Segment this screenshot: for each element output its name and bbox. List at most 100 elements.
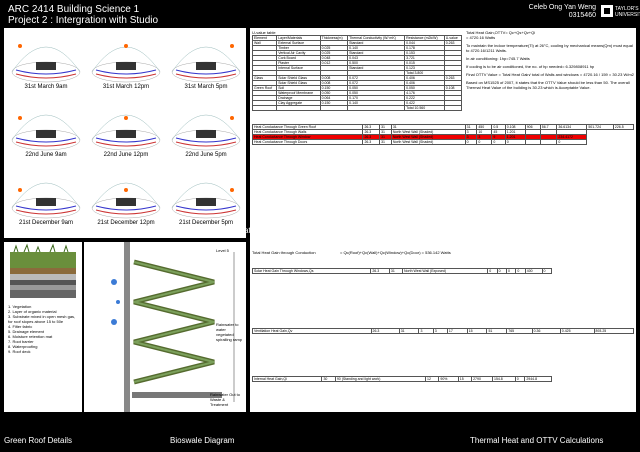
sun-tile [170,32,242,84]
table-cell: 0 [541,268,553,274]
conduction-label: Total Heat Gain through Conduction [252,250,316,255]
table-cell: Heat Conductance Through Doors [251,139,364,145]
table-cell: North West Wall (Shaded) [390,139,466,145]
bioswale-panel: Level 5 Rainwater to water vegetated spi… [84,242,246,412]
table-cell: Internal Heat Gain,Qi [251,376,323,382]
table-row: Total 3.800 [251,70,463,76]
table-cell: 90 (Standing and light work) [334,376,427,382]
table-cell: 0 [515,268,526,274]
sun-tile-label: 31st March 12pm [102,84,150,90]
table-cell [251,105,278,111]
table-cell: 0.36 [531,328,561,334]
sun-caption: Sun Shading Simulation [176,226,262,235]
sun-tile [10,168,82,220]
sun-tile-label: 22nd June 5pm [185,152,227,158]
legend-item: 6. Moisture retention mat [8,334,53,339]
bio-note-water: Rainwater to water vegetated spiralling … [216,322,243,342]
legend-item: 8. Waterproofing [8,344,38,349]
table-cell: 26.3 [362,139,381,145]
table-cell: 2790 [471,376,493,382]
sun-tile-label: 21st December 12pm [97,220,155,226]
legend-item: 1. Vegetation [8,304,32,309]
ottv-text1: To maintain the indoor temperature(Ti) a… [466,43,633,53]
table-cell: 26.3 [370,268,390,274]
legend-item: 3. Substrate mixed in open mesh gas, for… [8,314,76,324]
table-cell: Ventilation Heat Gain,Qv [252,328,372,334]
legend-item: 9. Roof deck [8,349,31,354]
bio-note-out: Rainwater Out to Waste & Treatment [210,392,241,407]
table-cell: 3 [418,328,434,334]
sun-tile-label: 31st March 5pm [184,84,228,90]
author-block: Celeb Ong Yan Weng 0315460 [529,4,596,20]
table-cell: 0 [476,139,493,145]
sun-tile [170,168,242,220]
bio-caption: Bioswale Diagram [170,436,235,445]
sun-tile-label: 21st December 5pm [178,220,234,226]
sun-tile [90,100,162,152]
table-cell: 51 [486,328,508,334]
table-cell: Total 10.560 [404,105,445,111]
ottv-summary: Total Heat Gain,OTTV= Qc+Qs+Qv+Qi = 4720… [466,30,634,90]
table-cell [347,105,406,111]
table-cell: 893.25 [593,328,635,334]
ottv-text4: Final OTTV Value = Total Heat Gain/ tota… [466,72,634,77]
sun-tile-label: 22nd June 12pm [103,152,149,158]
table-cell [276,105,321,111]
table-cell [539,139,558,145]
sun-tile [90,168,162,220]
author-id: 0315460 [568,12,596,19]
legend-item: 5. Drainage element [8,329,45,334]
table-cell [524,139,541,145]
table-cell: 0 [556,139,588,145]
ottv-text5: Based on MS1525 of 2007, it states that … [466,80,630,90]
bio-note-level: Level 5 [216,248,229,253]
table-row: Total 10.560 [251,105,463,111]
table-cell [319,105,349,111]
logo-text: TAYLOR'S UNIVERSITY [615,6,640,18]
sun-tile-label: 21st December 9am [18,220,74,226]
table-cell: 31 [388,268,404,274]
calc-caption: Thermal Heat and OTTV Calculations [470,436,604,445]
table-cell: 0 [487,268,498,274]
table-cell [443,105,463,111]
university-logo: TAYLOR'S UNIVERSITY [600,4,640,26]
table-cell: 17 [446,328,468,334]
table-cell: 0.425 [559,328,595,334]
table-cell: North West Wall (Exposed) [401,268,489,274]
table-cell: 400 [524,268,543,274]
logo-icon [601,5,613,17]
uvalue-title: U-value table [252,30,276,35]
table-cell: 26.3 [370,328,400,334]
sun-tile [170,100,242,152]
table-cell: 15 [457,376,473,382]
project-title: ARC 2414 Building Science 1 [8,4,140,15]
table-cell: 2944.8 [524,376,552,382]
sun-tile [90,32,162,84]
table-cell: 3 [432,328,448,334]
bioswale-diagram [111,242,235,412]
table-cell: 0 [504,139,526,145]
legend-item: 4. Filter fabric [8,324,33,329]
table-cell: 226.5 [612,124,635,130]
table-cell: 0 [491,139,506,145]
legend-item: 7. Root barrier [8,339,34,344]
conduction-formula: = Qc(Roof)+Qc(Wall)+Qc(Window)+Qc(Door) … [340,250,451,255]
ottv-text2: In air conditioning: 1hp=745.7 Watts [466,56,530,61]
sun-tile [10,32,82,84]
